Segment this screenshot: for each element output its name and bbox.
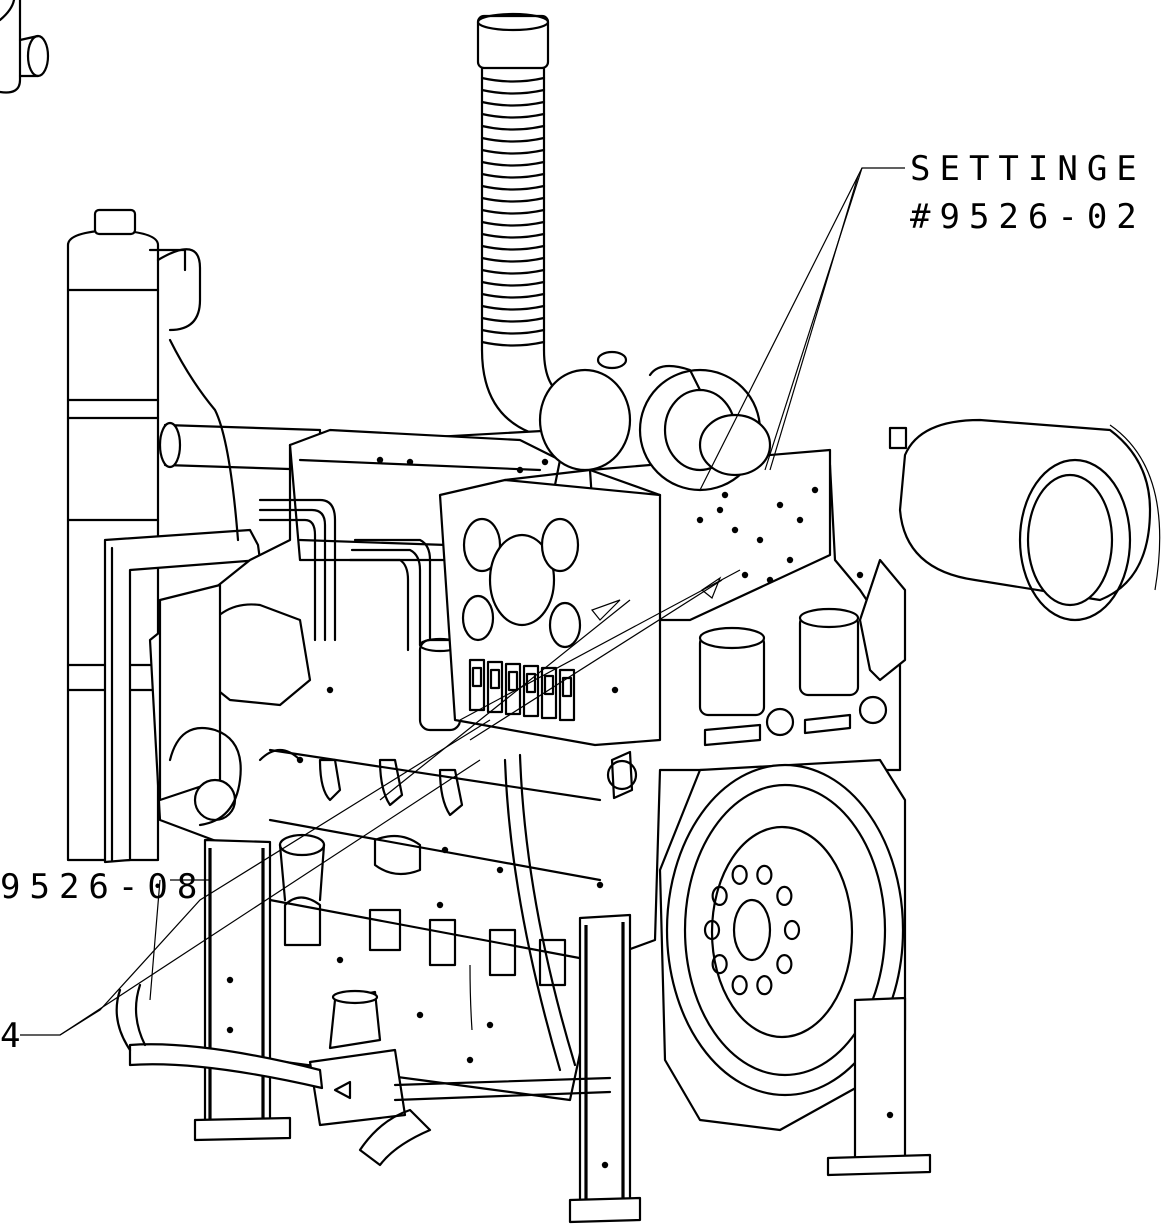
fuel-pump <box>158 583 462 827</box>
left-frame-plate <box>103 528 262 864</box>
bolt-heads <box>226 456 894 1169</box>
top-left-fitting <box>0 0 50 94</box>
rear-bracket-right <box>858 426 908 682</box>
block-details <box>278 750 638 1072</box>
leader-lines <box>20 167 905 1036</box>
callout-label-top-line2: #9526-02 & <box>910 197 1175 237</box>
gas-regulator-valve <box>115 983 612 1167</box>
callout-label-left-bottom: 4 <box>0 1016 29 1056</box>
crossover-pipe <box>158 338 322 542</box>
solenoids <box>698 607 888 747</box>
callout-label-top-line1: SETTINGE DE <box>910 149 1175 189</box>
air-intake <box>898 418 1161 622</box>
fuel-injector-lines <box>258 498 432 652</box>
control-box <box>438 468 662 747</box>
turbocharger <box>538 350 772 492</box>
flywheel-housing <box>658 758 907 1132</box>
exhaust-flex-pipe <box>476 12 577 442</box>
support-leg-right <box>826 996 932 1177</box>
callout-label-left-mid: 9526-08 <box>0 867 206 907</box>
support-leg-center <box>568 913 642 1224</box>
